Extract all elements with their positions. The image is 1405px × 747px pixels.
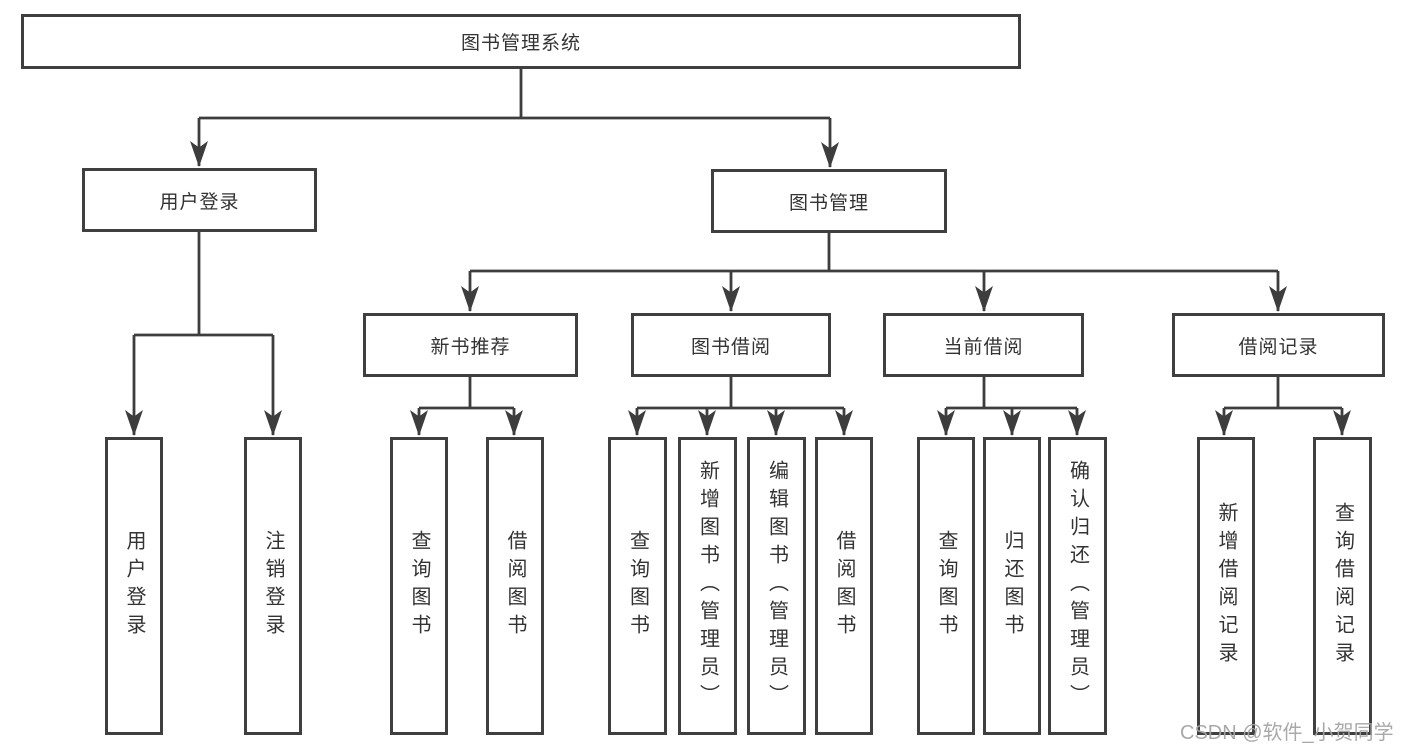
watermark: CSDN @软件_小贺同学 bbox=[1180, 722, 1394, 744]
leaf-confirm-return-admin: 确认归还（管理员） bbox=[1048, 437, 1107, 735]
node-new-book-recommend: 新书推荐 bbox=[363, 313, 578, 377]
leaf-query-borrow-record: 查询借阅记录 bbox=[1313, 437, 1372, 735]
leaf-user-login: 用户登录 bbox=[105, 437, 163, 735]
leaf-borrow-books: 借阅图书 bbox=[815, 437, 873, 735]
node-user-login: 用户登录 bbox=[82, 168, 317, 232]
node-library-management-system-label: 图书管理系统 bbox=[460, 33, 581, 54]
leaf-query-books-recommend: 查询图书 bbox=[390, 437, 448, 735]
node-new-book-recommend-label: 新书推荐 bbox=[430, 336, 511, 358]
node-book-management: 图书管理 bbox=[711, 169, 947, 233]
node-borrowing-records-label: 借阅记录 bbox=[1238, 336, 1319, 358]
node-current-borrowing-label: 当前借阅 bbox=[943, 336, 1024, 358]
node-library-management-system: 图书管理系统 bbox=[21, 14, 1021, 69]
leaf-return-book: 归还图书 bbox=[983, 437, 1041, 735]
leaf-borrow-books-recommend: 借阅图书 bbox=[486, 437, 544, 735]
node-book-management-label: 图书管理 bbox=[788, 192, 869, 214]
leaf-edit-book-admin: 编辑图书（管理员） bbox=[747, 437, 806, 735]
node-current-borrowing: 当前借阅 bbox=[883, 313, 1084, 377]
leaf-query-books-current: 查询图书 bbox=[917, 437, 975, 735]
leaf-add-book-admin: 新增图书（管理员） bbox=[678, 437, 737, 735]
node-book-borrowing: 图书借阅 bbox=[631, 313, 831, 377]
leaf-query-books-borrowing: 查询图书 bbox=[608, 437, 667, 735]
leaf-add-borrow-record: 新增借阅记录 bbox=[1197, 437, 1255, 735]
node-book-borrowing-label: 图书借阅 bbox=[690, 336, 771, 358]
leaf-logout: 注销登录 bbox=[244, 437, 302, 735]
node-borrowing-records: 借阅记录 bbox=[1172, 313, 1385, 377]
node-user-login-label: 用户登录 bbox=[159, 191, 240, 213]
